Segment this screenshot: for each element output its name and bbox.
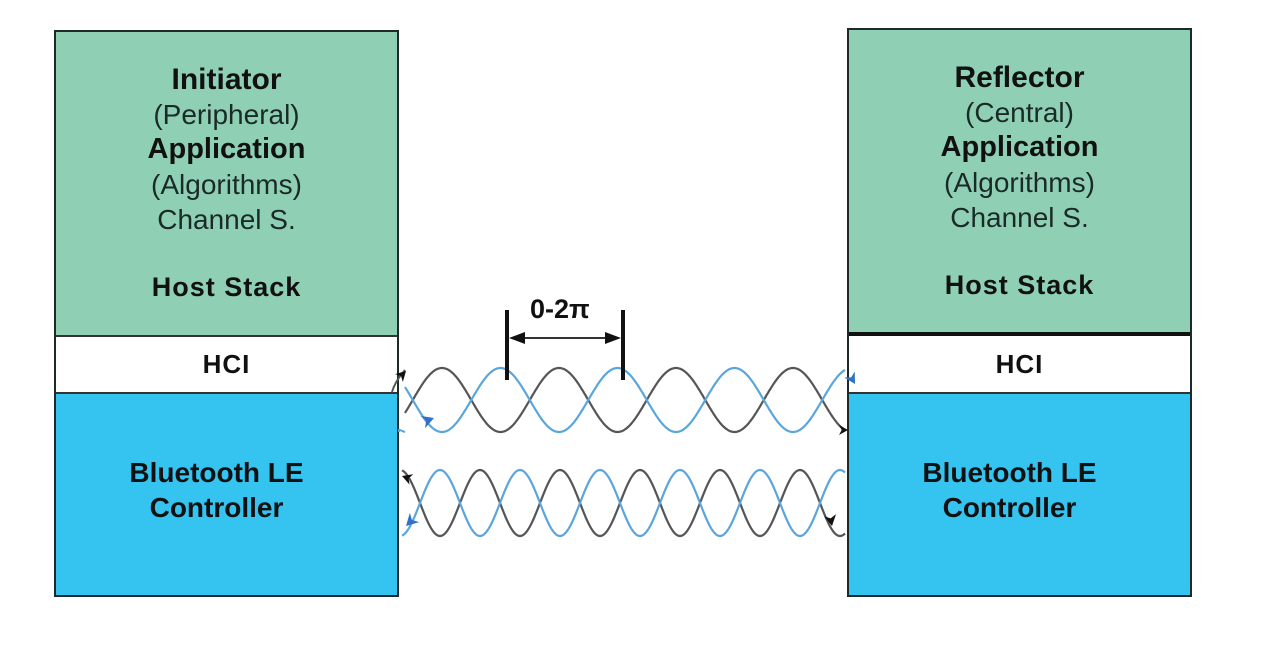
- initiator-channel: Channel S.: [157, 204, 296, 235]
- upper-link: [391, 366, 855, 435]
- initiator-stack: Initiator (Peripheral) Application (Algo…: [54, 30, 399, 597]
- initiator-hci: HCI: [56, 337, 397, 394]
- reflector-algorithms: (Algorithms): [944, 167, 1095, 198]
- reflector-channel: Channel S.: [950, 202, 1089, 233]
- reflector-hci-label: HCI: [995, 348, 1044, 379]
- reflector-title: Reflector: [954, 61, 1085, 94]
- wave-black-upper: [404, 366, 846, 434]
- reflector-controller-line2: Controller: [942, 491, 1077, 523]
- initiator-controller-line2: Controller: [149, 491, 284, 523]
- wave-blue-lower: [401, 468, 846, 538]
- phase-range-label: 0-2π: [530, 294, 590, 324]
- phase-arrow-right-head: [605, 332, 621, 344]
- wave-black-lower: [401, 468, 846, 538]
- lower-link: [401, 468, 846, 538]
- phase-range-bracket: [505, 310, 625, 380]
- reflector-controller: Bluetooth LE Controller: [849, 394, 1190, 595]
- reflector-host-stack-label: Host Stack: [944, 270, 1095, 300]
- arrow-head-black-upper-left: [395, 371, 406, 382]
- arrow-head-black-lower-right: [824, 514, 837, 526]
- initiator-controller-line1: Bluetooth LE: [129, 456, 304, 488]
- initiator-algorithms: (Algorithms): [151, 169, 302, 200]
- initiator-controller: Bluetooth LE Controller: [56, 394, 397, 595]
- initiator-role: (Peripheral): [153, 99, 300, 130]
- reflector-controller-line1: Bluetooth LE: [922, 456, 1097, 488]
- arrow-head-black-lower-left: [402, 474, 414, 485]
- arrow-head-black-upper-right: [839, 425, 848, 435]
- arrow-head-blue-upper-right: [844, 371, 855, 384]
- reflector-stack: Reflector (Central) Application (Algorit…: [847, 28, 1192, 597]
- initiator-host-stack: Initiator (Peripheral) Application (Algo…: [56, 32, 397, 337]
- initiator-host-stack-label: Host Stack: [151, 272, 302, 302]
- reflector-host-stack: Reflector (Central) Application (Algorit…: [849, 30, 1190, 336]
- phase-arrow-left-head: [509, 332, 525, 344]
- reflector-application: Application: [940, 131, 1099, 163]
- initiator-application: Application: [147, 133, 306, 165]
- reflector-hci: HCI: [849, 336, 1190, 394]
- initiator-hci-label: HCI: [202, 349, 251, 379]
- initiator-title: Initiator: [171, 63, 282, 96]
- reflector-role: (Central): [965, 97, 1074, 128]
- wave-blue-upper-left-end: [397, 428, 406, 433]
- arrow-head-blue-lower-left: [406, 512, 420, 526]
- arrow-head-blue-upper-left: [420, 415, 434, 429]
